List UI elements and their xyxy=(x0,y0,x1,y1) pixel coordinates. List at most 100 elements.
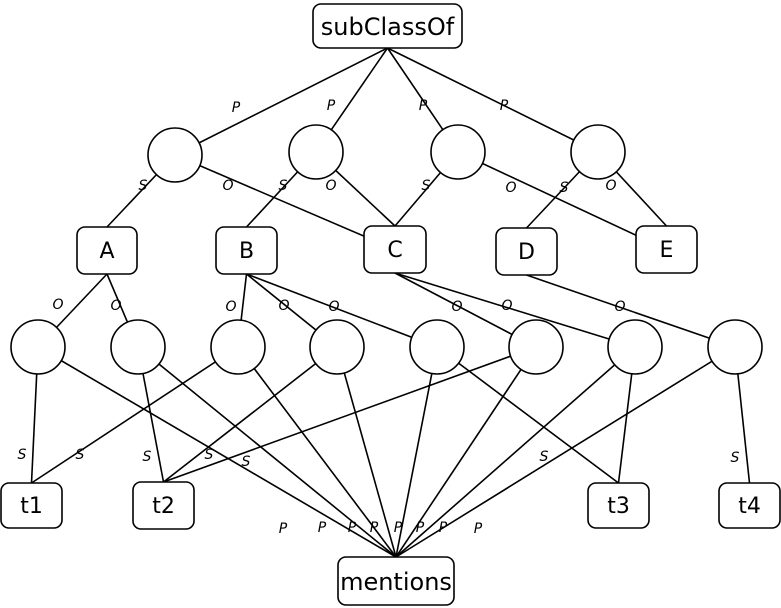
edges xyxy=(30,47,751,558)
node-box-d xyxy=(495,227,558,276)
edge-label-o: O xyxy=(605,178,616,194)
edge-label-o: O xyxy=(52,297,63,313)
blank-node-k1 xyxy=(147,127,203,183)
edge-c7-mentions xyxy=(395,346,636,558)
edge-label-o: O xyxy=(225,299,236,315)
edge-C-c7 xyxy=(394,272,636,348)
edge-label-p: P xyxy=(348,520,357,536)
node-label-d: D xyxy=(518,240,535,265)
node-e: E xyxy=(635,225,698,274)
node-box-c xyxy=(363,225,427,274)
edge-c2-mentions xyxy=(137,346,397,558)
node-box-subclassof xyxy=(312,3,463,49)
edge-subclassof-k1 xyxy=(174,47,388,156)
edge-label-s: S xyxy=(76,447,85,463)
edge-c5-t3 xyxy=(436,346,619,484)
edge-label-s: S xyxy=(560,180,569,196)
edge-c4-mentions xyxy=(336,346,397,558)
node-label-t2: t2 xyxy=(152,494,175,519)
node-t2: t2 xyxy=(132,481,195,530)
edge-label-p: P xyxy=(318,520,327,536)
edge-c4-t2 xyxy=(163,346,338,483)
node-c: C xyxy=(363,225,427,274)
edge-D-c8 xyxy=(526,274,736,348)
edge-label-p: P xyxy=(500,98,509,114)
edge-c6-mentions xyxy=(395,346,537,558)
edge-label-s: S xyxy=(279,178,288,194)
edge-c1-mentions xyxy=(37,346,397,558)
node-label-a: A xyxy=(99,239,114,264)
edge-label-s: S xyxy=(422,178,431,194)
node-b: B xyxy=(215,226,278,275)
edge-k1-C xyxy=(174,154,396,251)
node-box-mentions xyxy=(337,556,455,606)
edge-c5-mentions xyxy=(395,346,438,558)
edge-label-o: O xyxy=(325,178,336,194)
edge-label-p: P xyxy=(232,100,241,116)
node-t3: t3 xyxy=(587,482,650,529)
edge-label-o: O xyxy=(222,178,233,194)
blank-node-k2 xyxy=(288,124,344,180)
node-t1: t1 xyxy=(0,482,63,529)
edge-label-p: P xyxy=(394,520,403,536)
edge-label-s: S xyxy=(18,447,27,463)
node-label-t3: t3 xyxy=(607,494,630,519)
edge-c8-mentions xyxy=(395,346,736,558)
edge-label-o: O xyxy=(505,180,516,196)
blank-node-c5 xyxy=(409,319,465,375)
edge-label-o: O xyxy=(110,298,121,314)
edge-label-p: P xyxy=(327,98,336,114)
node-box-a xyxy=(76,226,138,275)
edge-c6-t2 xyxy=(163,346,537,483)
node-d: D xyxy=(495,227,558,276)
blank-node-k4 xyxy=(570,124,626,180)
edge-subclassof-k4 xyxy=(387,47,599,153)
node-box-t2 xyxy=(132,481,195,530)
edge-label-p: P xyxy=(370,520,379,536)
node-a: A xyxy=(76,226,138,275)
edge-label-o: O xyxy=(328,299,339,315)
node-box-t1 xyxy=(0,482,63,529)
edge-k3-E xyxy=(457,151,667,251)
edge-label-s: S xyxy=(139,178,148,194)
edge-label-o: O xyxy=(451,299,462,315)
edge-label-p: P xyxy=(419,98,428,114)
edge-label-s: S xyxy=(731,450,740,466)
blank-node-c7 xyxy=(607,319,663,375)
node-label-t4: t4 xyxy=(738,494,761,519)
node-label-c: C xyxy=(387,238,402,263)
blank-node-c2 xyxy=(110,319,166,375)
edge-B-c5 xyxy=(246,273,438,348)
node-subclassof: subClassOf xyxy=(312,3,463,49)
node-label-subclassof: subClassOf xyxy=(321,13,455,41)
node-label-e: E xyxy=(660,238,674,263)
edge-c3-t1 xyxy=(31,346,239,484)
edge-label-o: O xyxy=(278,298,289,314)
blank-node-c6 xyxy=(508,319,564,375)
node-label-t1: t1 xyxy=(20,494,43,519)
edge-label-p: P xyxy=(439,520,448,536)
edge-label-o: O xyxy=(614,299,625,315)
edge-label-p: P xyxy=(474,521,483,537)
edge-label-s: S xyxy=(540,449,549,465)
node-label-b: B xyxy=(239,239,254,264)
blank-node-c8 xyxy=(707,319,763,375)
blank-node-c1 xyxy=(10,319,66,375)
node-mentions: mentions xyxy=(337,556,455,606)
node-box-t3 xyxy=(587,482,650,529)
edge-label-s: S xyxy=(143,449,152,465)
node-box-b xyxy=(215,226,278,275)
blank-node-c3 xyxy=(210,319,266,375)
node-t4: t4 xyxy=(718,482,781,529)
edge-label-p: P xyxy=(416,520,425,536)
node-label-mentions: mentions xyxy=(340,568,452,596)
node-box-t4 xyxy=(718,482,781,529)
blank-node-k3 xyxy=(430,124,486,180)
edge-c3-mentions xyxy=(237,346,397,558)
edge-label-s: S xyxy=(242,454,251,470)
edge-label-o: O xyxy=(501,298,512,314)
edge-label-p: P xyxy=(279,521,288,537)
